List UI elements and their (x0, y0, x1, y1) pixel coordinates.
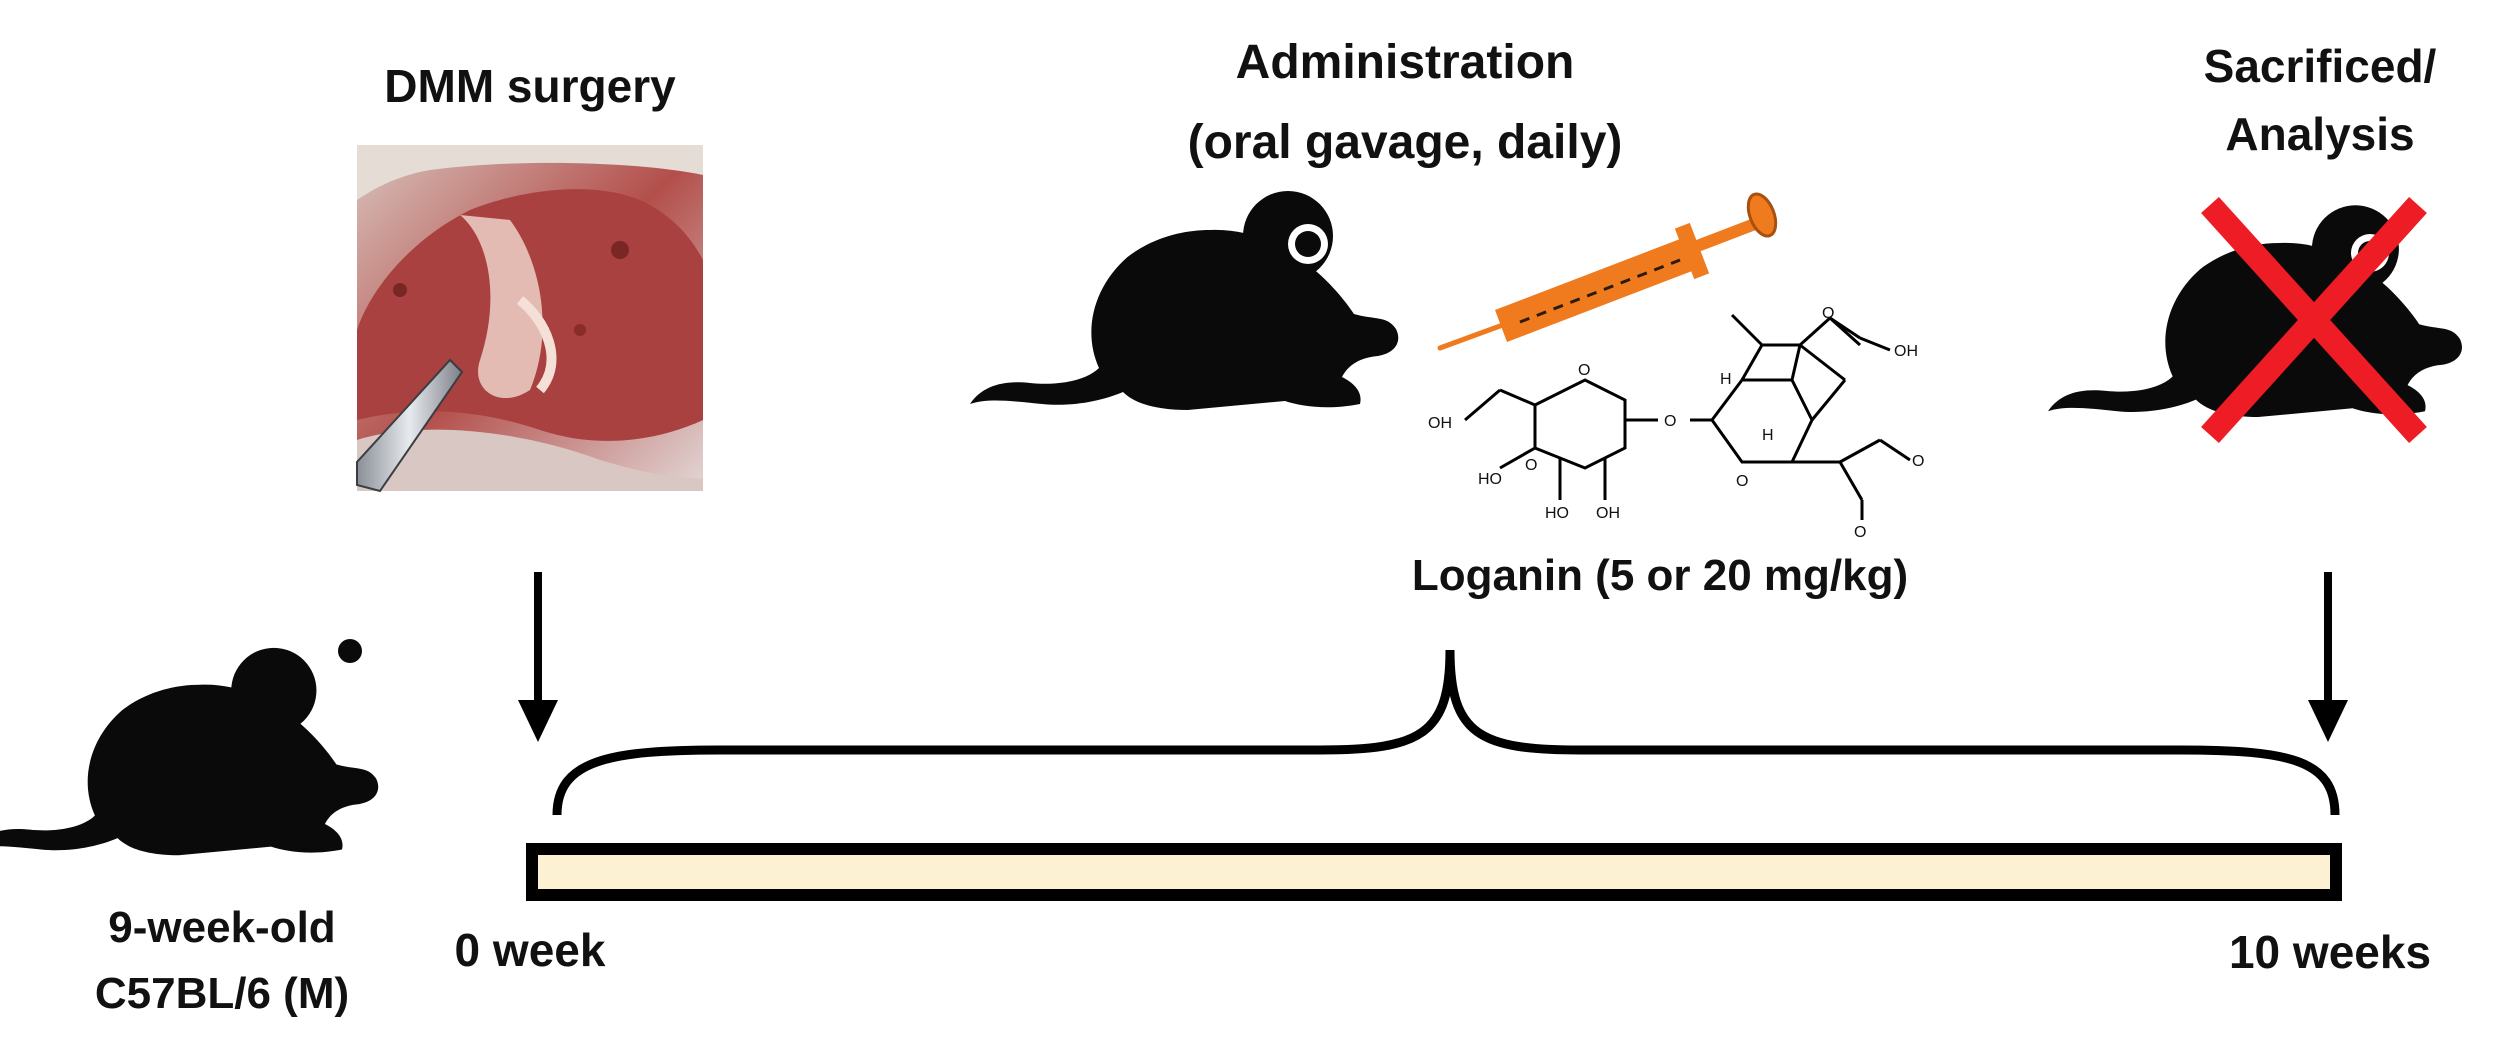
compound-label: Loganin (5 or 20 mg/kg) (1412, 551, 1908, 600)
atom-label: O (1525, 457, 1537, 474)
start-down-arrow-icon (518, 572, 558, 742)
administration-mouse-eye (1364, 283, 1380, 299)
administration-title: Administration (1236, 36, 1575, 89)
atom-label: O (1578, 362, 1590, 379)
end-down-arrow-icon (2308, 572, 2348, 742)
atom-label: HO (1478, 471, 1502, 488)
subject-strain-label: C57BL/6 (M) (95, 969, 349, 1018)
subject-mouse-eye (363, 699, 377, 713)
atom-label: OH (1428, 415, 1452, 432)
atom-label: OH (1894, 343, 1918, 360)
atom-label: O (1912, 453, 1924, 470)
timeline-end-label: 10 weeks (2229, 926, 2431, 978)
subject-age-label: 9-week-old (108, 903, 335, 952)
atom-label: H (1762, 427, 1774, 444)
atom-label: H (1720, 371, 1732, 388)
loganin-atom-labels: OH HO HO OH OH O O O O O O O H H (1428, 305, 1924, 541)
scalpel-icon (356, 358, 464, 493)
loganin-structure (1464, 313, 1911, 520)
atom-label: OH (1596, 505, 1620, 522)
atom-label: O (1736, 473, 1748, 490)
administration-mouse-ear-inner-fill (1295, 231, 1321, 257)
surgery-title: DMM surgery (384, 60, 676, 112)
timeline-start-label: 0 week (455, 924, 606, 976)
administration-mouse-icon (970, 191, 1399, 411)
atom-label: O (1664, 413, 1676, 430)
administration-subtitle: (oral gavage, daily) (1188, 116, 1623, 169)
brace-icon (552, 649, 2340, 816)
subject-mouse-icon (0, 647, 379, 856)
syringe-icon (1437, 192, 1778, 351)
atom-label: O (1854, 524, 1866, 541)
endpoint-title: Sacrificed/ (2204, 40, 2437, 92)
atom-label: HO (1545, 505, 1569, 522)
cross-icon (2201, 196, 2427, 444)
timeline-bar (526, 843, 2342, 901)
subject-mouse-ear-inner-fill (338, 639, 362, 663)
atom-label: O (1822, 305, 1834, 322)
endpoint-subtitle: Analysis (2225, 108, 2414, 160)
endpoint-mouse-eye (2432, 292, 2448, 308)
surgery-photo (356, 145, 703, 493)
